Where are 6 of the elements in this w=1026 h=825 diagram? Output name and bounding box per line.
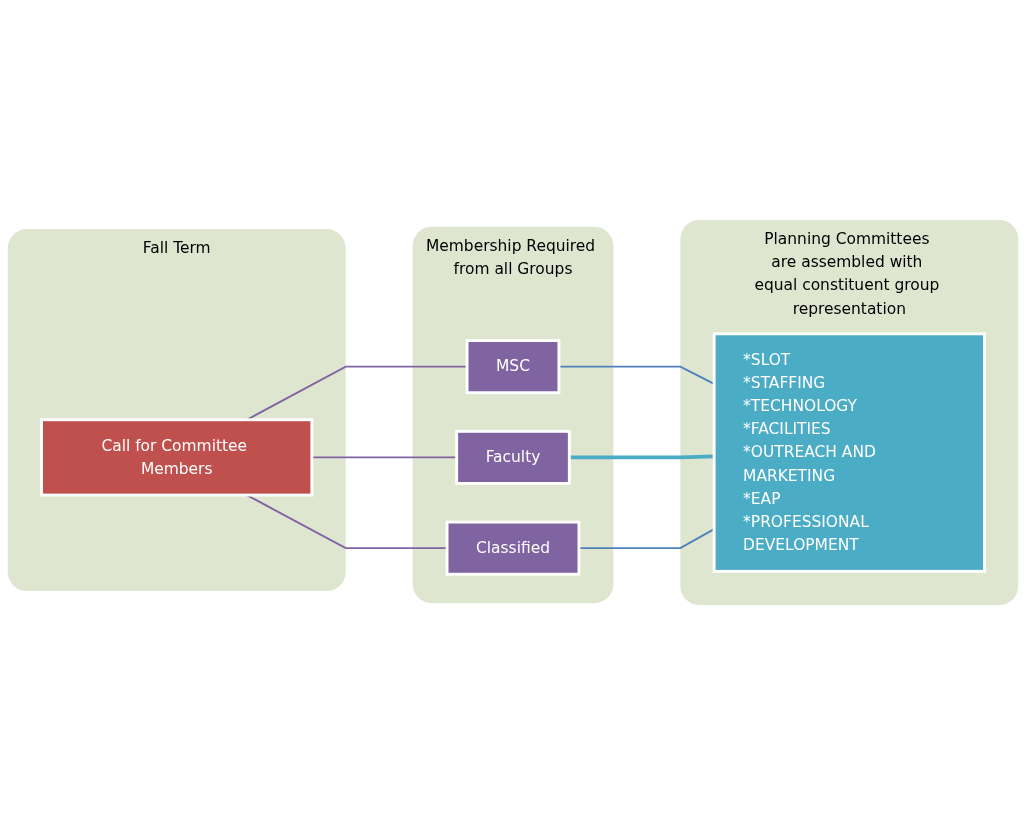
node-box: Call for Committee Members	[40, 418, 314, 497]
node-box: Faculty	[455, 429, 571, 485]
node-box: *SLOT *STAFFING *TECHNOLOGY *FACILITIES *OUTREACH AND MARKETING *EAP *PROFESSIONAL DEVELOPMENT	[712, 332, 986, 573]
node-box: Classified	[445, 520, 581, 576]
connector	[569, 454, 715, 460]
node-box: MSC	[465, 339, 561, 395]
